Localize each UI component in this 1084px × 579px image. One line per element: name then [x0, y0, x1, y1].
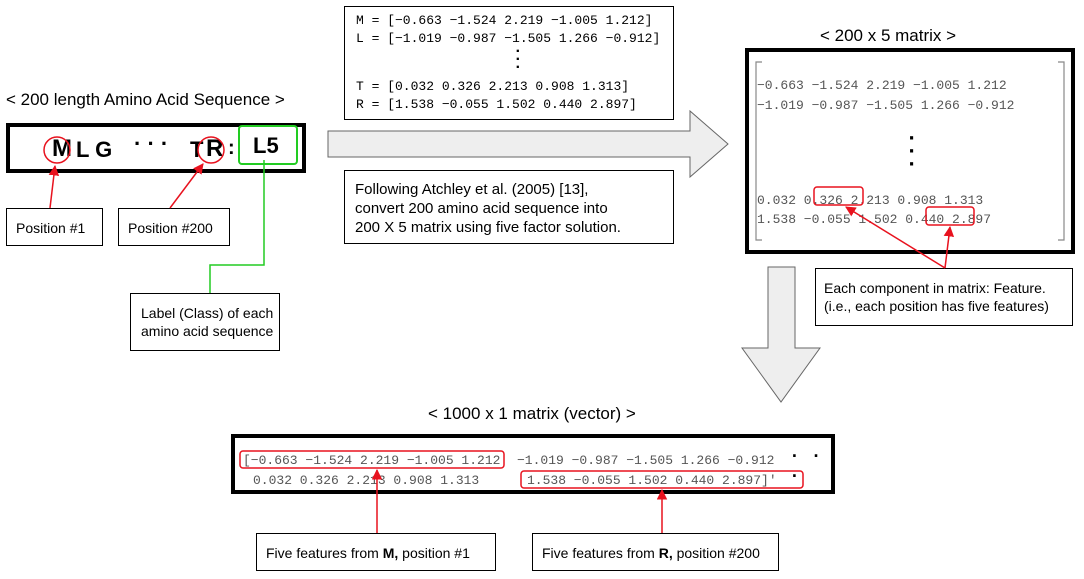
note-r-suffix: position #200 — [672, 545, 760, 561]
vector-row1-part2: −1.019 −0.987 −1.505 1.266 −0.912 — [517, 453, 775, 468]
feature-note-box: Each component in matrix: Feature. (i.e.… — [815, 268, 1073, 326]
position-last-box: Position #200 — [118, 208, 230, 246]
vector-row2-part1: 0.032 0.326 2.213 0.908 1.313 — [253, 473, 480, 488]
seq-last-residue: R — [206, 135, 224, 162]
sequence-box: M L G · · · T R : L5 — [6, 123, 306, 173]
note-m-suffix: position #1 — [398, 545, 470, 561]
factor-values-box: M = [−0.663 −1.524 2.219 −1.005 1.212] L… — [344, 6, 674, 120]
vector-box: [−0.663 −1.524 2.219 −1.005 1.212 −1.019… — [231, 434, 835, 494]
connector-feature-a — [845, 206, 946, 269]
matrix-row-2: −1.019 −0.987 −1.505 1.266 −0.912 — [757, 98, 1015, 113]
seq-middle-residues: L G — [76, 137, 113, 162]
vector-row2-part2: 1.538 −0.055 1.502 0.440 2.897]′ — [527, 473, 777, 488]
label-note-line2: amino acid sequence — [141, 323, 274, 339]
matrix-box: −0.663 −1.524 2.219 −1.005 1.212 −1.019 … — [745, 48, 1075, 254]
factor-row-t: T = [0.032 0.326 2.213 0.908 1.313] — [356, 79, 630, 94]
matrix-row-4: 1.538 −0.055 1.502 0.440 2.897 — [757, 212, 992, 227]
connector-label — [209, 160, 265, 293]
conversion-note-line2: convert 200 amino acid sequence into — [355, 200, 608, 217]
note-r-prefix: Five features from — [542, 545, 659, 561]
highlight-matrix-0440 — [925, 206, 975, 226]
connector-position-first — [48, 164, 60, 209]
seq-colon: : — [228, 137, 235, 159]
vector-row1-part1: [−0.663 −1.524 2.219 −1.005 1.212 — [243, 453, 501, 468]
label-note-box: Label (Class) of each amino acid sequenc… — [130, 293, 280, 351]
conversion-note-line1: Following Atchley et al. (2005) [13], — [355, 181, 589, 198]
highlight-vector-r — [520, 470, 804, 489]
factor-row-m: M = [−0.663 −1.524 2.219 −1.005 1.212] — [356, 13, 653, 28]
sequence-title: < 200 length Amino Acid Sequence > — [6, 90, 285, 109]
connector-feature-b — [943, 225, 955, 269]
vector-ellipsis: · · · — [789, 447, 822, 487]
highlight-matrix-0326 — [813, 186, 864, 206]
note-r-box: Five features from R, position #200 — [532, 533, 779, 571]
matrix-row-1: −0.663 −1.524 2.219 −1.005 1.212 — [757, 78, 1007, 93]
note-m-bold: M, — [382, 545, 399, 561]
label-value: L5 — [253, 133, 279, 158]
note-r-bold: R, — [658, 545, 673, 561]
position-first-box: Position #1 — [6, 208, 103, 246]
matrix-vertical-ellipsis: ··· — [905, 126, 919, 177]
label-box: L5 — [238, 125, 298, 165]
factor-row-r: R = [1.538 −0.055 1.502 0.440 2.897] — [356, 97, 637, 112]
matrix-right-bracket — [1058, 61, 1065, 241]
factor-vertical-ellipsis: ··· — [513, 42, 523, 76]
matrix-left-bracket — [755, 61, 762, 241]
connector-position-last — [169, 163, 204, 209]
matrix-title: < 200 x 5 matrix > — [820, 26, 957, 45]
highlight-vector-m — [239, 450, 505, 469]
circle-last-residue — [197, 136, 225, 164]
note-m-box: Five features from M, position #1 — [256, 533, 496, 571]
vector-title: < 1000 x 1 matrix (vector) > — [428, 404, 636, 423]
big-right-arrow — [327, 109, 729, 179]
position-last-label: Position #200 — [128, 220, 213, 236]
factor-row-l: L = [−1.019 −0.987 −1.505 1.266 −0.912] — [356, 31, 661, 46]
position-first-label: Position #1 — [16, 220, 86, 236]
label-note-line1: Label (Class) of each — [141, 305, 274, 321]
big-down-arrow — [741, 266, 821, 403]
note-m-prefix: Five features from — [266, 545, 383, 561]
conversion-note-box: Following Atchley et al. (2005) [13], co… — [344, 170, 674, 244]
seq-ellipsis: · · · — [134, 131, 169, 156]
conversion-note-line3: 200 X 5 matrix using five factor solutio… — [355, 219, 621, 236]
feature-note-line1: Each component in matrix: Feature. — [824, 280, 1046, 296]
feature-note-line2: (i.e., each position has five features) — [824, 298, 1049, 314]
circle-first-residue — [43, 136, 71, 164]
